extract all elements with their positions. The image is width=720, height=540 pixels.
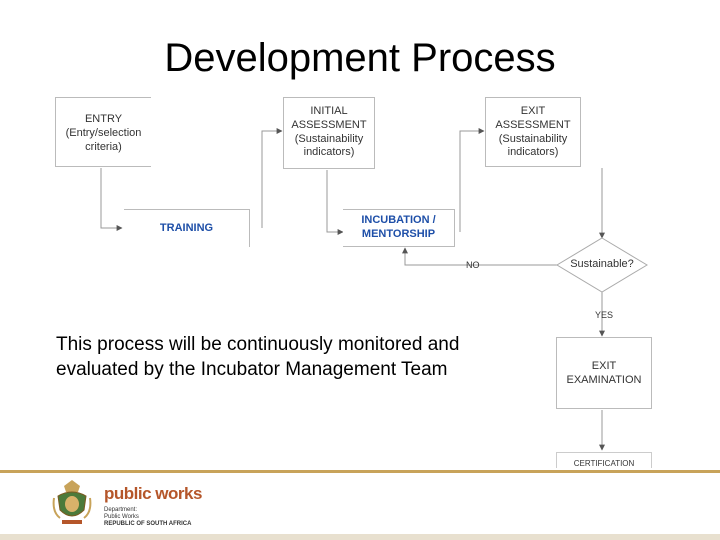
brand-block: public works Department: Public Works RE… [104,484,202,528]
initial-line-3: (Sustainability [294,132,364,145]
connector-incubation-exit [459,128,485,232]
entry-box: ENTRY (Entry/selection criteria) [55,97,151,167]
exit-assessment-line-4: indicators) [507,146,559,159]
process-note: This process will be continuously monito… [56,334,460,380]
brand-name: public works [104,484,202,503]
connector-initial-incubation [326,170,344,235]
exit-assessment-line-2: ASSESSMENT [495,118,571,131]
brand-dept-line-1: Department: [104,507,138,513]
slide-title: Development Process [164,36,556,80]
exit-examination-box: EXIT EXAMINATION [556,337,652,409]
no-label: NO [466,260,480,270]
incubation-box: INCUBATION / MENTORSHIP [343,209,455,247]
initial-line-1: INITIAL [310,105,348,117]
initial-line-2: ASSESSMENT [291,118,367,131]
initial-line-4: indicators) [303,146,355,159]
connector-training-initial [261,128,283,228]
entry-line-3: criteria) [85,140,122,153]
decision-label: Sustainable? [557,258,647,270]
connector-no-loop [402,247,557,266]
footer-strip [0,534,720,540]
entry-line-1: ENTRY [84,113,123,125]
decision-text: Sustainable? [570,258,634,270]
incubation-line-1: INCUBATION / [361,214,436,226]
entry-line-2: (Entry/selection [65,126,142,139]
brand-dept-line-2: Public Works [104,513,139,520]
exam-line-2: EXAMINATION [566,373,642,386]
decision-diamond [556,237,648,293]
exit-assessment-line-1: EXIT [520,105,546,117]
certification-box: CERTIFICATION [556,452,652,468]
brand-dept-line-3: REPUBLIC OF SOUTH AFRICA [104,520,192,527]
exit-assessment-box: EXIT ASSESSMENT (Sustainability indicato… [485,97,581,167]
footer-rule [0,470,720,473]
training-label: TRAINING [159,222,214,234]
yes-label: YES [595,310,614,320]
brand-dept: Department: Public Works REPUBLIC OF SOU… [104,507,202,528]
exam-line-1: EXIT [591,360,617,372]
incubation-line-2: MENTORSHIP [361,227,436,240]
certification-label: CERTIFICATION [573,459,635,468]
training-box: TRAINING [124,209,250,247]
initial-assessment-box: INITIAL ASSESSMENT (Sustainability indic… [283,97,375,169]
connector-entry-training [100,168,123,231]
coat-of-arms-icon [52,480,92,524]
exit-assessment-line-3: (Sustainability [498,132,568,145]
